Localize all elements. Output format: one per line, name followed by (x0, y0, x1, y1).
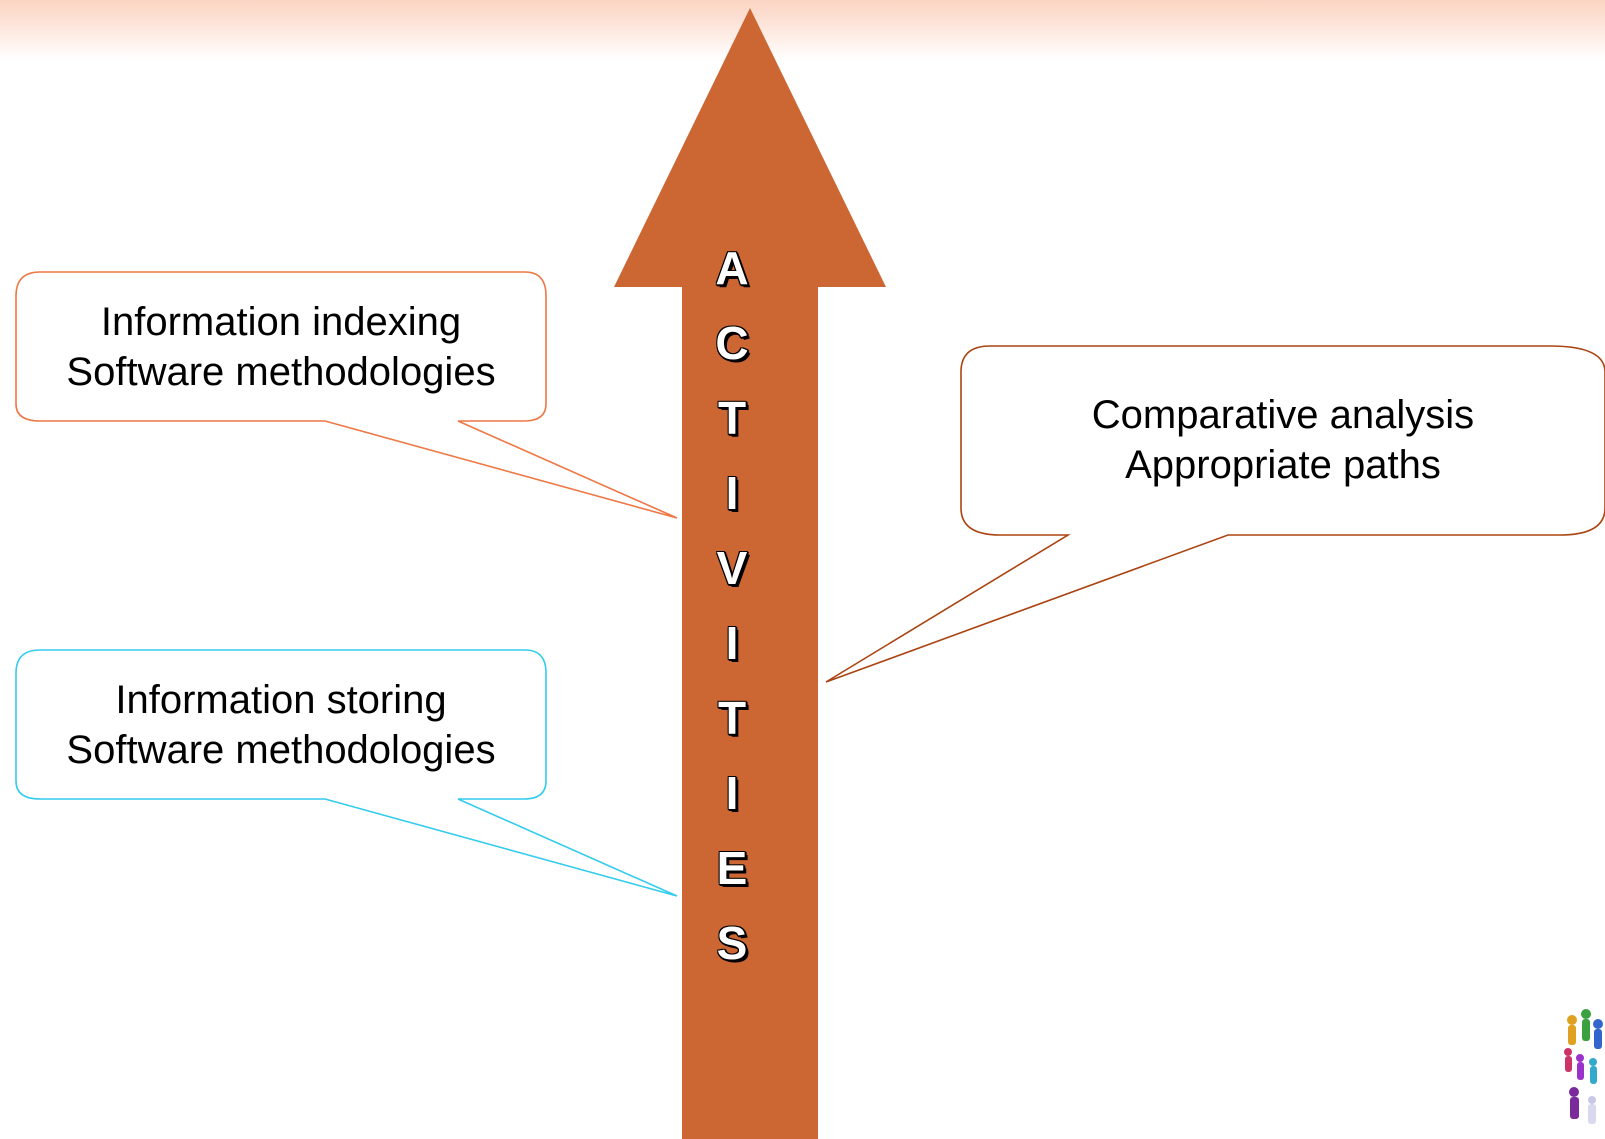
arrow-letter-c: C (715, 317, 749, 369)
callout-storing-bubble (15, 649, 678, 897)
callout-indexing-bubble (15, 271, 678, 519)
callout-analysis-line-1: Comparative analysis (1091, 393, 1475, 437)
activities-arrow (614, 8, 886, 1139)
arrow-letter-e: E (716, 842, 748, 894)
callout-analysis-bubble (825, 345, 1605, 683)
arrow-letter-s: S (716, 917, 748, 969)
callout-indexing-line-2: Software methodologies (66, 350, 496, 394)
arrow-letter-v: V (716, 542, 748, 594)
callout-indexing-line-1: Information indexing (100, 300, 462, 344)
arrow-letter-a: A (715, 242, 749, 294)
callout-storing-line-1: Information storing (115, 678, 447, 722)
callout-indexing-text: Information indexing Software methodolog… (16, 297, 546, 397)
colorful-people-figures-icon (1560, 1000, 1605, 1139)
arrow-letter-t: T (717, 392, 747, 444)
callout-analysis-text: Comparative analysis Appropriate paths (961, 390, 1605, 490)
arrow-letter-t-2: T (717, 692, 747, 744)
callout-storing-line-2: Software methodologies (66, 728, 496, 772)
callout-storing-text: Information storing Software methodologi… (16, 675, 546, 775)
callout-analysis-line-2: Appropriate paths (1125, 443, 1441, 487)
arrow-letter-i: I (725, 467, 739, 519)
top-gradient-band (0, 0, 1605, 60)
arrow-letter-i-2: I (725, 617, 739, 669)
arrow-letter-i-3: I (725, 767, 739, 819)
